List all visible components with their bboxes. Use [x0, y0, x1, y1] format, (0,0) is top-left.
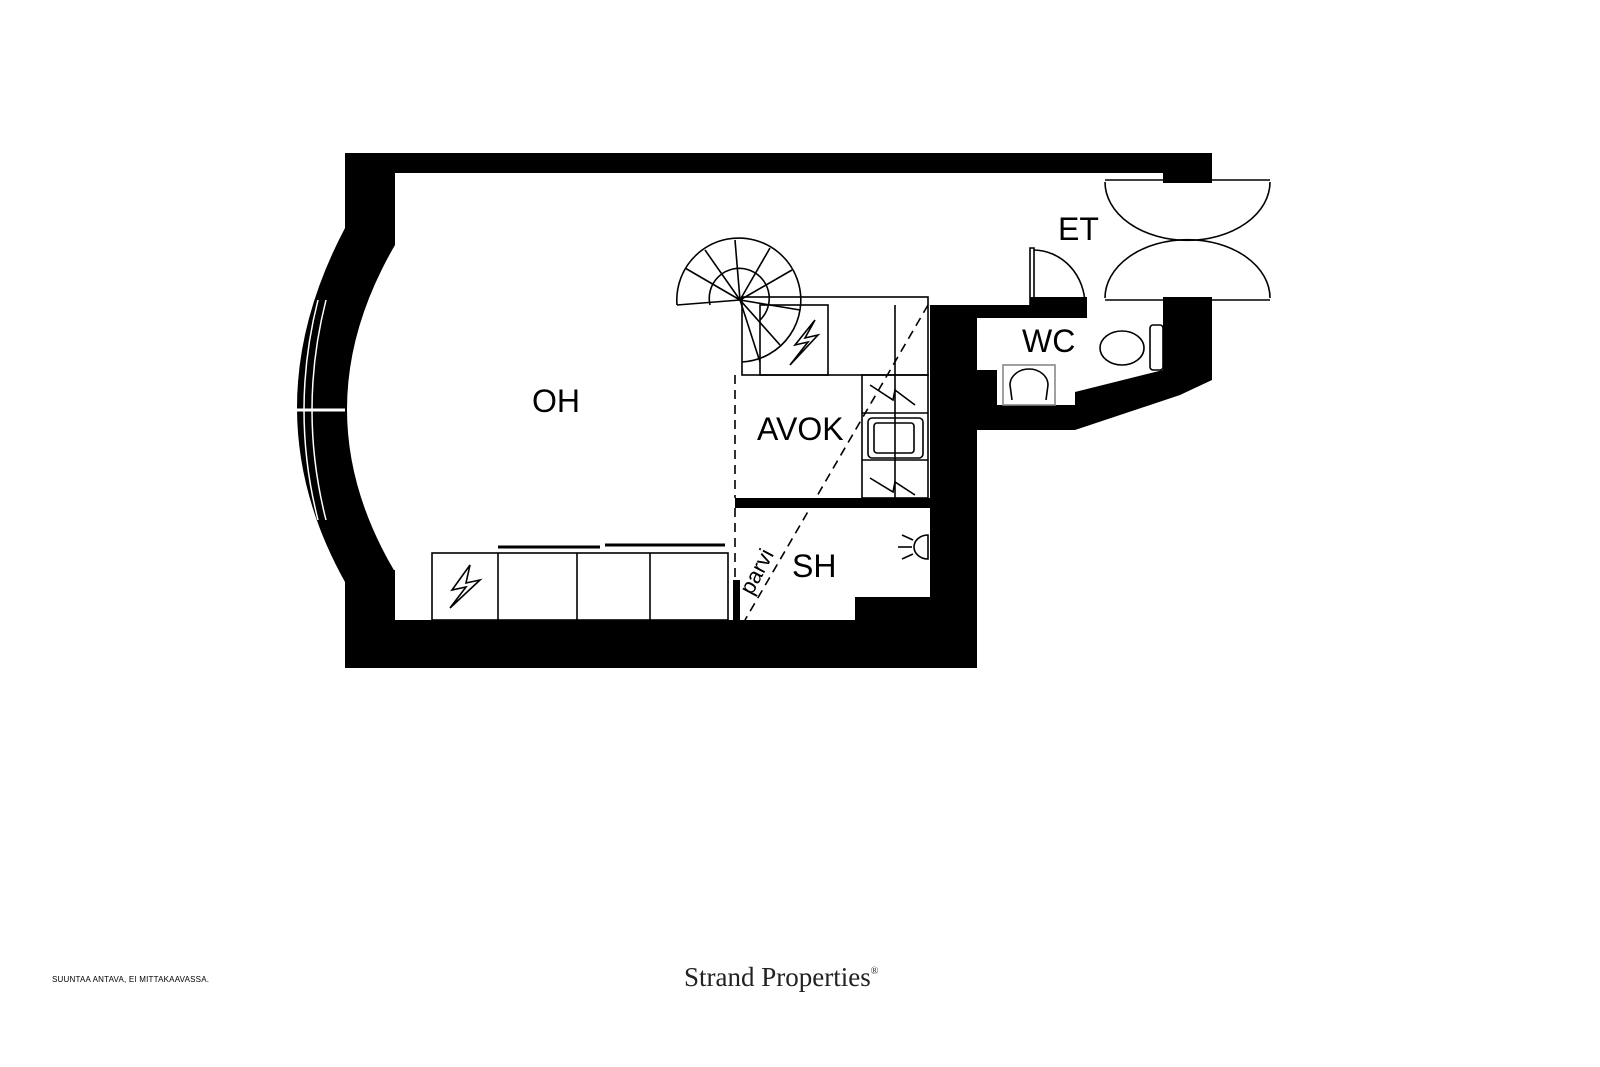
room-label-sh: SH	[792, 548, 836, 584]
brand-name: Strand Properties	[684, 962, 871, 992]
wc-door	[1029, 247, 1086, 306]
registered-mark: ®	[870, 966, 879, 977]
toilet-icon	[1099, 324, 1164, 371]
spiral-staircase	[676, 237, 802, 363]
disclaimer-text: SUUNTAA ANTAVA, EI MITTAKAAVASSA.	[52, 975, 210, 984]
room-label-wc: WC	[1022, 323, 1075, 359]
loft-outline	[734, 304, 929, 621]
room-label-et: ET	[1058, 211, 1099, 247]
stove-icon	[789, 319, 821, 366]
washbasin-icon	[1002, 364, 1056, 406]
entry-doors	[1104, 179, 1271, 301]
room-label-avok: AVOK	[757, 411, 844, 447]
sink	[867, 417, 924, 459]
brand-logo: Strand Properties®	[684, 962, 878, 993]
shower-icon	[898, 534, 929, 560]
wardrobes	[431, 543, 729, 621]
bay-window	[297, 299, 345, 521]
room-label-oh: OH	[532, 383, 580, 419]
loft-label: parvi	[734, 545, 778, 599]
kitchen-counters	[741, 296, 929, 499]
